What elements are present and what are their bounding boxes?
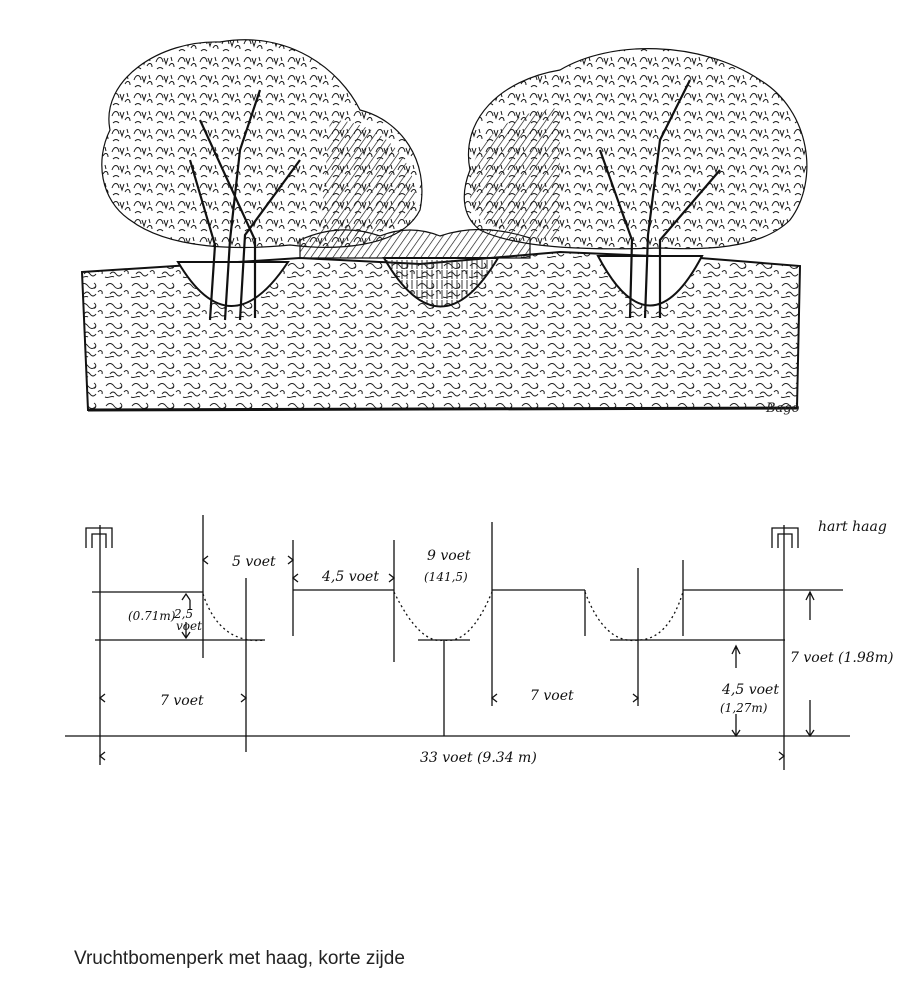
figure-caption: Vruchtbomenperk met haag, korte zijde	[74, 948, 405, 969]
label-center-span: 7 voet	[530, 688, 574, 704]
orchard-hedge-sketch: Bago	[80, 39, 808, 416]
label-gap-width: 4,5 voet	[321, 569, 379, 585]
label-total-width: 33 voet (9.34 m)	[420, 750, 537, 766]
label-left-span: 7 voet	[160, 693, 204, 709]
label-ditch-depth: 2,5	[173, 607, 193, 621]
hedge-cutouts	[176, 255, 704, 308]
left-hedge-symbol	[85, 527, 113, 548]
label-right-inner-height: 4,5 voet	[721, 682, 779, 698]
label-left-ditch-width: 5 voet	[232, 554, 276, 570]
label-center-ditch-sub: (141,5)	[424, 570, 468, 584]
label-hart-haag: hart haag	[818, 519, 887, 535]
left-fruit-tree	[101, 39, 423, 321]
label-right-height: 7 voet (1.98m)	[790, 650, 893, 666]
cross-section-diagram: hart haag 5 voet 4,5 voet 9 voet (141,5)…	[65, 515, 893, 770]
label-center-ditch-width: 9 voet	[427, 548, 471, 564]
right-fruit-tree	[463, 48, 808, 319]
label-right-inner-height-metric: (1,27m)	[720, 701, 768, 715]
label-ditch-depth-unit: voet	[176, 619, 202, 633]
artist-signature: Bago	[765, 401, 800, 416]
label-ditch-depth-metric: (0.71m)	[128, 609, 176, 623]
right-hedge-symbol	[771, 527, 799, 548]
